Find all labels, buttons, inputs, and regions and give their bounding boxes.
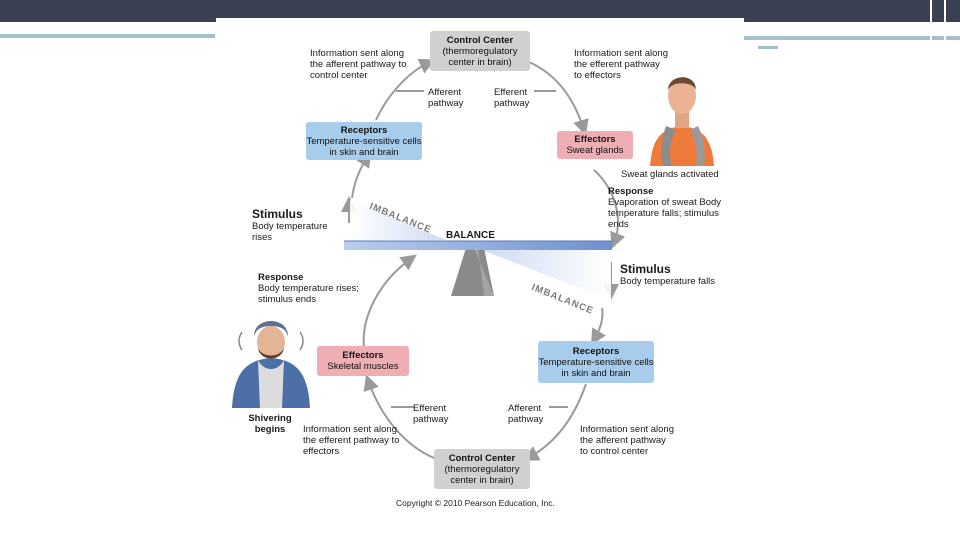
arrow-effectors-to-response — [593, 169, 626, 249]
efferent-pathway-bottom: Efferent pathway — [413, 403, 449, 425]
stimulus-right-title: Stimulus — [620, 262, 671, 276]
effectors-right-title: Effectors — [574, 134, 616, 145]
response-left-title: Response — [258, 272, 304, 283]
arrow-stimulus-to-receptors-right — [590, 307, 607, 346]
info-top-left: Information sent along the afferent path… — [310, 48, 407, 81]
slide-divider-2 — [944, 0, 946, 46]
effectors-right-body: Sweat glands — [566, 145, 624, 156]
receptors-bottom-body: Temperature-sensitive cells in skin and … — [538, 356, 654, 379]
stimulus-left-title: Stimulus — [252, 207, 303, 221]
slide-divider-1 — [930, 0, 932, 46]
control-center-top-body: (thermoregulatory center in brain) — [442, 45, 518, 68]
homeostasis-figure: Control Center (thermoregulatory center … — [216, 18, 744, 514]
receptors-top-body: Temperature-sensitive cells in skin and … — [306, 135, 422, 158]
arrow-effectors-to-response-left — [362, 254, 417, 349]
sweating-man-illustration — [650, 77, 714, 166]
slide-accent-line-small — [758, 46, 778, 49]
receptors-bottom-title: Receptors — [572, 345, 620, 357]
arrow-receptors-to-control — [375, 58, 436, 121]
stimulus-left: Stimulus Body temperature rises — [252, 207, 348, 244]
arrow-control-to-effectors — [528, 61, 589, 136]
effectors-left-body: Skeletal muscles — [327, 361, 399, 372]
arrow-stimulus-to-receptors — [351, 151, 372, 199]
control-center-bottom-title: Control Center — [448, 452, 516, 464]
shivering-caption: Shivering begins — [248, 413, 292, 435]
effectors-right: Effectors Sweat glands — [557, 131, 633, 159]
receptors-top-title: Receptors — [340, 124, 388, 136]
effectors-left: Effectors Skeletal muscles — [317, 346, 409, 376]
control-center-top: Control Center (thermoregulatory center … — [430, 31, 530, 71]
slide-accent-line-right — [743, 36, 960, 40]
sweat-glands-caption: Sweat glands activated — [621, 169, 719, 180]
response-right-body: Evaporation of sweat Body temperature fa… — [608, 197, 722, 230]
receptors-top: Receptors Temperature-sensitive cells in… — [306, 122, 422, 160]
slide-top-bar — [0, 0, 960, 22]
slide-accent-line-left — [0, 34, 215, 38]
effectors-left-title: Effectors — [342, 350, 384, 361]
info-top-right: Information sent along the efferent path… — [574, 48, 669, 81]
response-left-body: Body temperature rises; stimulus ends — [258, 283, 359, 305]
control-center-top-title: Control Center — [446, 34, 514, 46]
imbalance-wedge-left — [350, 200, 446, 240]
info-bottom-right: Information sent along the afferent path… — [580, 424, 675, 457]
control-center-bottom-body: (thermoregulatory center in brain) — [444, 463, 520, 486]
arrow-receptors-to-control-bottom — [522, 383, 587, 461]
receptors-bottom: Receptors Temperature-sensitive cells in… — [538, 341, 654, 383]
control-center-bottom: Control Center (thermoregulatory center … — [434, 449, 530, 489]
response-left: Response Body temperature rises; stimulu… — [258, 272, 380, 305]
arrow-control-to-effectors-bottom — [363, 374, 435, 459]
response-right-title: Response — [608, 186, 654, 197]
imbalance-wedge-right — [482, 250, 611, 300]
seesaw-beam — [344, 241, 612, 250]
efferent-pathway-top: Efferent pathway — [494, 87, 530, 109]
response-right: Response Evaporation of sweat Body tempe… — [608, 186, 728, 230]
afferent-pathway-bottom: Afferent pathway — [508, 403, 544, 425]
shivering-man-illustration — [232, 321, 310, 408]
stimulus-right-body: Body temperature falls — [620, 276, 716, 287]
afferent-pathway-top: Afferent pathway — [428, 87, 464, 109]
copyright: Copyright © 2010 Pearson Education, Inc. — [396, 498, 555, 508]
balance-label: BALANCE — [446, 230, 495, 241]
stimulus-left-body: Body temperature rises — [252, 221, 328, 243]
stimulus-right: Stimulus Body temperature falls — [620, 262, 744, 288]
info-bottom-left: Information sent along the efferent path… — [303, 424, 400, 457]
cycle-arrows — [341, 58, 626, 461]
